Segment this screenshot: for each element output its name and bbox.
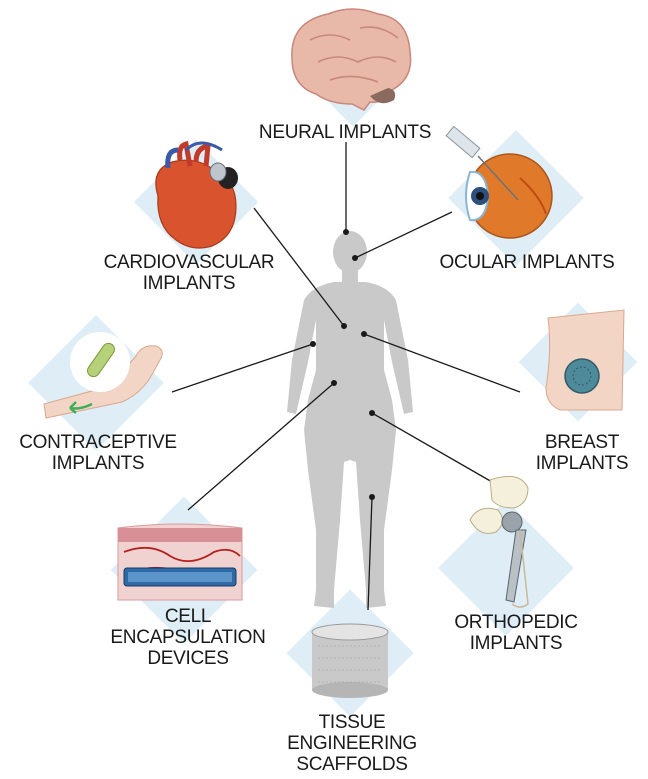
eye-icon: [446, 126, 552, 238]
skin-capsule-icon: [118, 524, 242, 600]
label-cell-encapsulation-devices: CELL ENCAPSULATION DEVICES: [90, 606, 286, 669]
label-cardiovascular-implants: CARDIOVASCULAR IMPLANTS: [84, 252, 294, 294]
label-ocular-implants: OCULAR IMPLANTS: [418, 252, 636, 273]
label-orthopedic-implants: ORTHOPEDIC IMPLANTS: [426, 612, 606, 654]
breast-icon: [546, 310, 624, 410]
label-tissue-engineering-scaffolds: TISSUE ENGINEERING SCAFFOLDS: [264, 712, 440, 775]
heart-icon: [156, 143, 238, 248]
human-body-silhouette: [287, 231, 413, 608]
label-neural-implants: NEURAL IMPLANTS: [240, 122, 450, 143]
scaffold-cylinder-icon: [312, 624, 388, 698]
label-breast-implants: BREAST IMPLANTS: [522, 432, 642, 474]
label-contraceptive-implants: CONTRACEPTIVE IMPLANTS: [8, 432, 188, 474]
brain-icon: [292, 9, 411, 110]
